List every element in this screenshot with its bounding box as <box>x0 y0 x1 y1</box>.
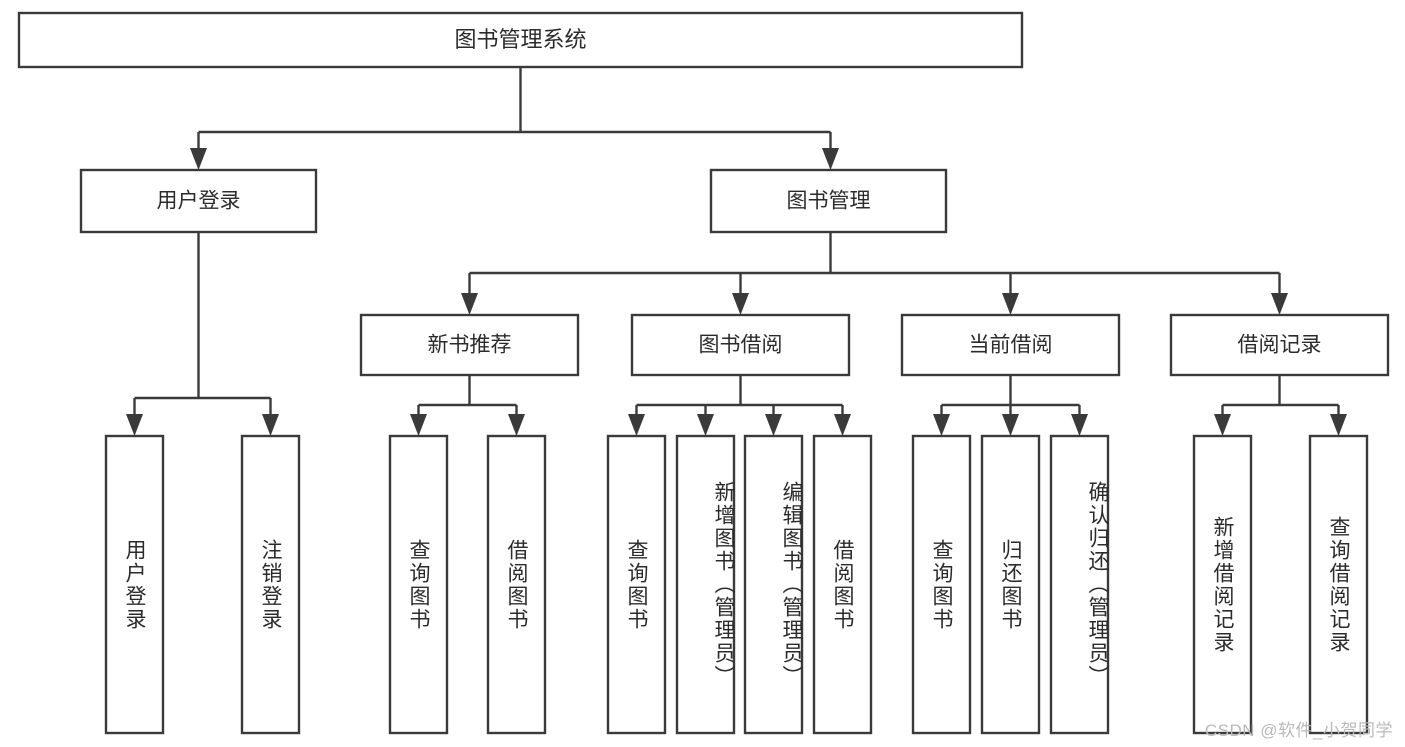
arrow-bm-to-record <box>1271 293 1288 315</box>
connector-group-book-borrow <box>628 375 851 436</box>
node-current-borrow[interactable]: 当前借阅 <box>900 313 1121 377</box>
node-root-label: 图书管理系统 <box>454 27 586 52</box>
node-new-book-recommend-box[interactable] <box>359 313 580 377</box>
connector-group-user-login <box>126 232 279 436</box>
leaf-borrow-book-2-box[interactable] <box>812 434 873 735</box>
node-borrow-record-label: 借阅记录 <box>1238 334 1322 357</box>
node-current-borrow-label: 当前借阅 <box>969 334 1053 357</box>
arrow-record-to-leaf1 <box>1214 414 1231 436</box>
node-book-borrow[interactable]: 图书借阅 <box>630 313 851 377</box>
connector-group-borrow-record <box>1214 375 1347 436</box>
leaf-add-book-box[interactable] <box>675 434 736 735</box>
arrow-current-to-leaf2 <box>1002 414 1019 436</box>
node-book-management[interactable]: 图书管理 <box>709 168 948 234</box>
leaf-boxes <box>104 434 1369 735</box>
arrow-borrow-to-leaf1 <box>628 414 645 436</box>
arrow-recommend-to-leaf2 <box>508 414 525 436</box>
arrow-bm-to-recommend <box>461 293 478 315</box>
arrow-borrow-to-leaf3 <box>765 414 782 436</box>
leaf-query-record-box[interactable] <box>1308 434 1369 735</box>
leaf-add-record-box[interactable] <box>1192 434 1253 735</box>
arrow-borrow-to-leaf2 <box>697 414 714 436</box>
arrow-current-to-leaf3 <box>1071 414 1088 436</box>
node-book-borrow-box[interactable] <box>630 313 851 377</box>
leaf-query-book-2-box[interactable] <box>606 434 667 735</box>
node-book-borrow-label: 图书借阅 <box>699 334 783 357</box>
leaf-return-book-box[interactable] <box>980 434 1041 735</box>
arrow-bm-to-borrow <box>732 293 749 315</box>
node-new-book-recommend[interactable]: 新书推荐 <box>359 313 580 377</box>
leaf-user-login-box[interactable] <box>104 434 165 735</box>
watermark: CSDN @软件_小贺同学 <box>1204 721 1393 740</box>
node-user-login-label: 用户登录 <box>157 190 241 213</box>
node-borrow-record-box[interactable] <box>1169 313 1390 377</box>
arrow-root-to-user-login <box>190 148 207 170</box>
leaf-query-book-1-box[interactable] <box>388 434 449 735</box>
node-root[interactable]: 图书管理系统 <box>17 11 1024 69</box>
connector-group-new-book-recommend <box>410 375 525 436</box>
node-new-book-recommend-label: 新书推荐 <box>428 334 512 357</box>
node-user-login-box[interactable] <box>79 168 318 234</box>
leaf-query-book-3-box[interactable] <box>911 434 972 735</box>
arrow-user-login-to-leaf1 <box>126 414 143 436</box>
node-current-borrow-box[interactable] <box>900 313 1121 377</box>
leaf-edit-book-box[interactable] <box>743 434 804 735</box>
arrow-user-login-to-leaf2 <box>262 414 279 436</box>
arrow-bm-to-current <box>1002 293 1019 315</box>
node-book-management-box[interactable] <box>709 168 948 234</box>
leaf-logout-box[interactable] <box>240 434 301 735</box>
connector-group-current-borrow <box>933 375 1088 436</box>
leaf-borrow-book-1-box[interactable] <box>486 434 547 735</box>
arrow-recommend-to-leaf1 <box>410 414 427 436</box>
arrow-record-to-leaf2 <box>1330 414 1347 436</box>
node-user-login[interactable]: 用户登录 <box>79 168 318 234</box>
node-book-management-label: 图书管理 <box>787 190 871 213</box>
arrow-current-to-leaf1 <box>933 414 950 436</box>
node-root-box[interactable] <box>17 11 1024 69</box>
connector-group-book-management <box>461 232 1288 315</box>
connector-group-root <box>190 67 839 170</box>
leaf-confirm-return-box[interactable] <box>1049 434 1110 735</box>
node-borrow-record[interactable]: 借阅记录 <box>1169 313 1390 377</box>
arrow-borrow-to-leaf4 <box>834 414 851 436</box>
arrow-root-to-book-management <box>822 148 839 170</box>
